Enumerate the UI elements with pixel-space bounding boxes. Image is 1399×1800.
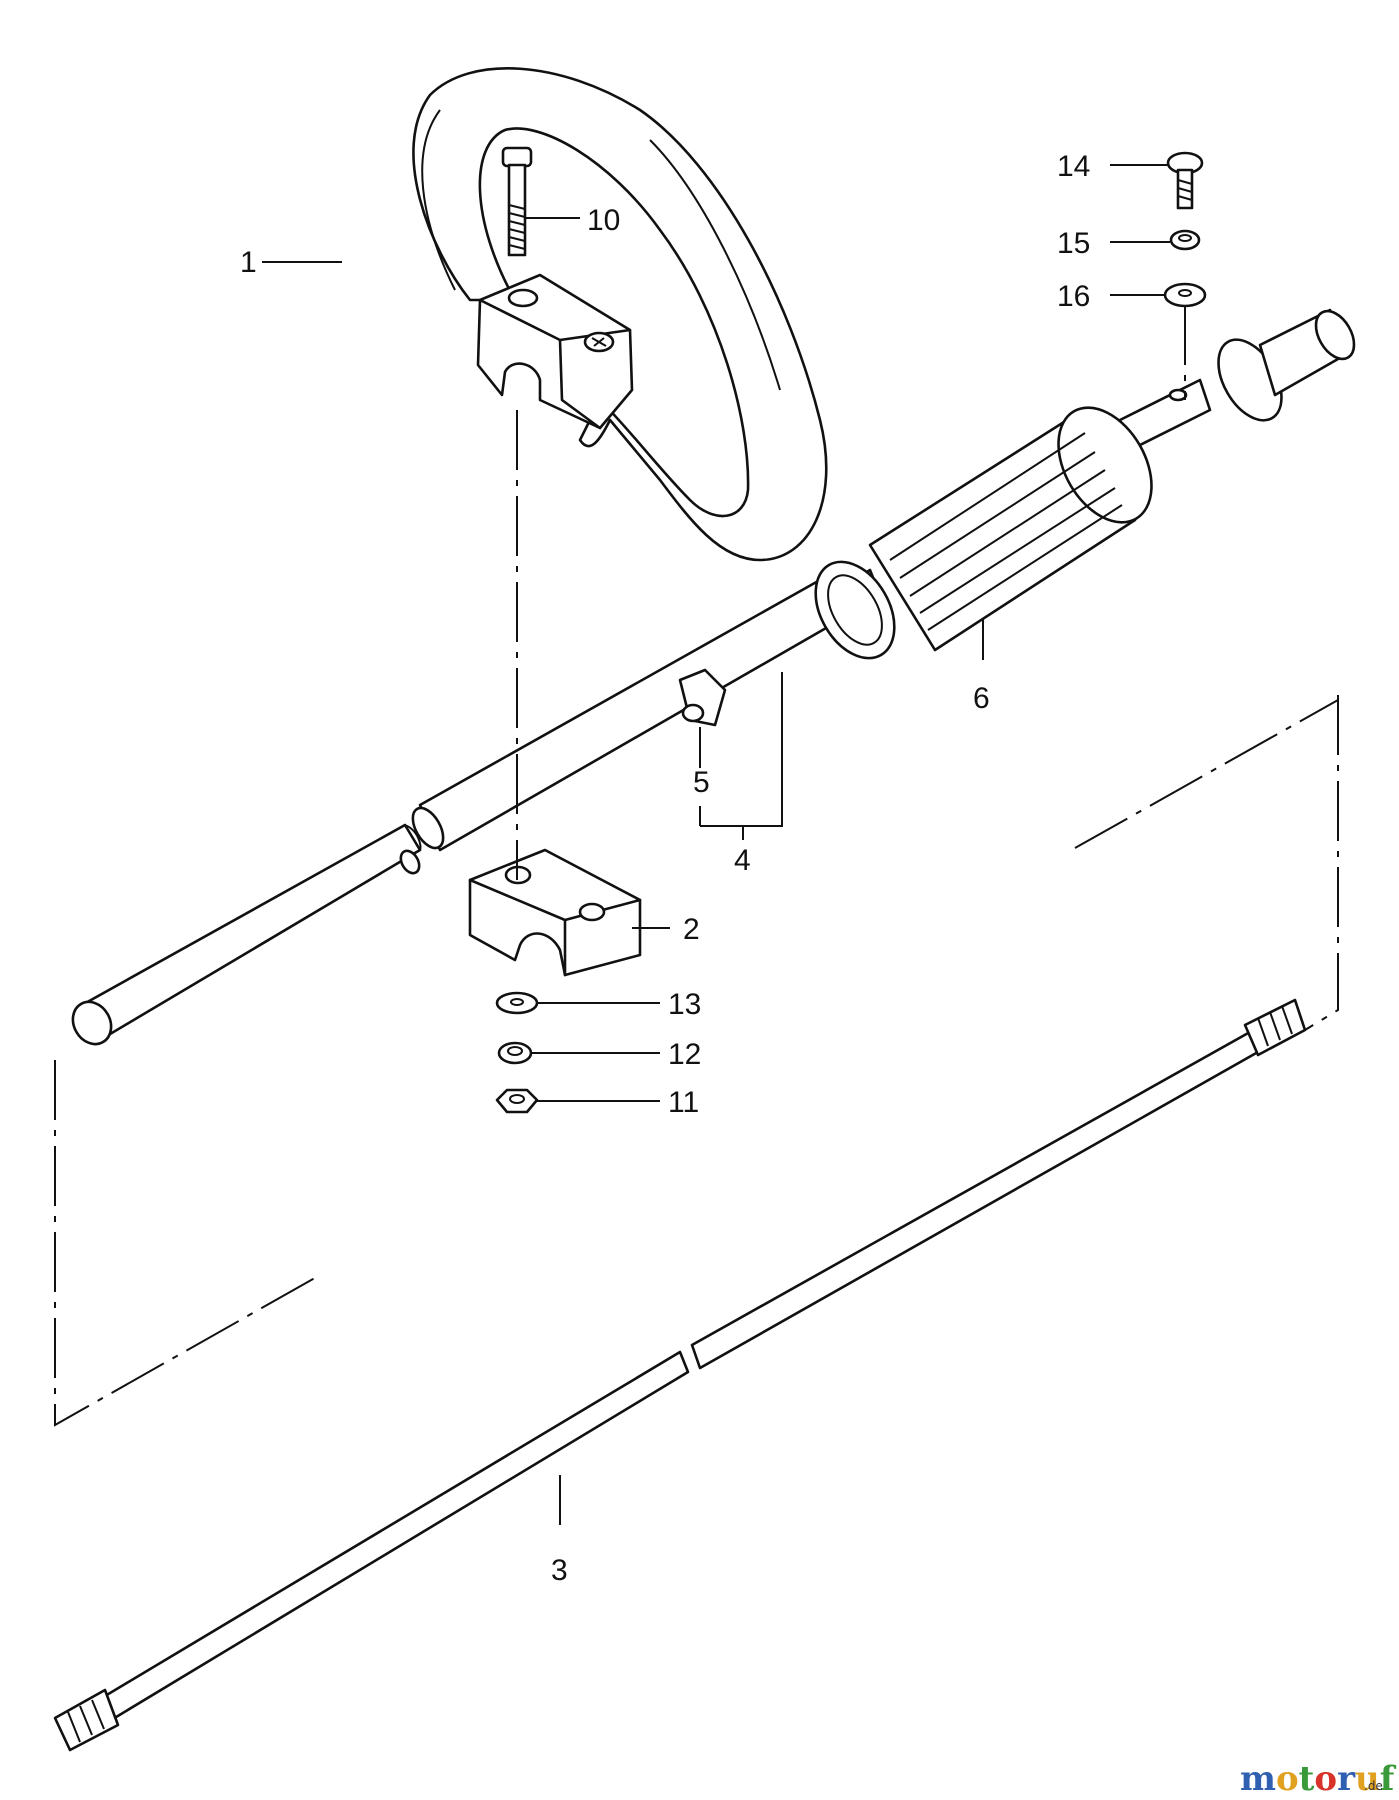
wm-letter: r	[1337, 1759, 1356, 1799]
callout-4: 4	[734, 844, 751, 877]
callout-15: 15	[1057, 227, 1090, 260]
callout-1: 1	[240, 246, 257, 279]
wm-letter: o	[1314, 1759, 1337, 1799]
wm-letter: o	[1276, 1759, 1299, 1799]
callout-14: 14	[1057, 150, 1090, 183]
leader-lines	[262, 164, 1170, 1525]
screw-14	[1166, 151, 1204, 210]
svg-text:motoruf: motoruf	[1240, 1759, 1397, 1799]
bolt-10	[501, 146, 533, 257]
callout-13: 13	[668, 988, 701, 1021]
stop-pin-5	[678, 668, 727, 727]
callout-12: 12	[668, 1038, 701, 1071]
callout-labels: 1 10 2 13 12 11 3 5 4 6 14 15 16	[240, 150, 1090, 1587]
washer-16	[1163, 282, 1207, 308]
rear-collar	[1168, 308, 1356, 422]
assembly-lines	[54, 305, 1339, 1427]
washer-13	[495, 991, 539, 1015]
wm-letter: u	[1355, 1759, 1380, 1799]
wm-letter: f	[1380, 1759, 1397, 1799]
nut-11	[495, 1088, 539, 1114]
callout-6: 6	[973, 682, 990, 715]
loop-handle	[412, 67, 828, 562]
spring-washer-12	[497, 1041, 533, 1065]
tube-collar	[814, 560, 896, 660]
callout-2: 2	[683, 913, 700, 946]
rubber-grip	[868, 406, 1153, 652]
callout-16: 16	[1057, 280, 1090, 313]
callout-5: 5	[693, 766, 710, 799]
spring-washer-15	[1169, 229, 1201, 251]
handle-clamp-upper	[476, 273, 634, 430]
handle-clamp-lower	[468, 848, 642, 977]
callout-10: 10	[587, 204, 620, 237]
callout-3: 3	[551, 1554, 568, 1587]
wm-letter: m	[1240, 1759, 1276, 1799]
watermark-logo: motoruf .de	[1240, 1759, 1397, 1799]
drive-shaft	[53, 998, 1307, 1752]
wm-suffix: .de	[1364, 1779, 1383, 1793]
wm-letter: t	[1299, 1759, 1315, 1799]
callout-11: 11	[668, 1086, 699, 1119]
